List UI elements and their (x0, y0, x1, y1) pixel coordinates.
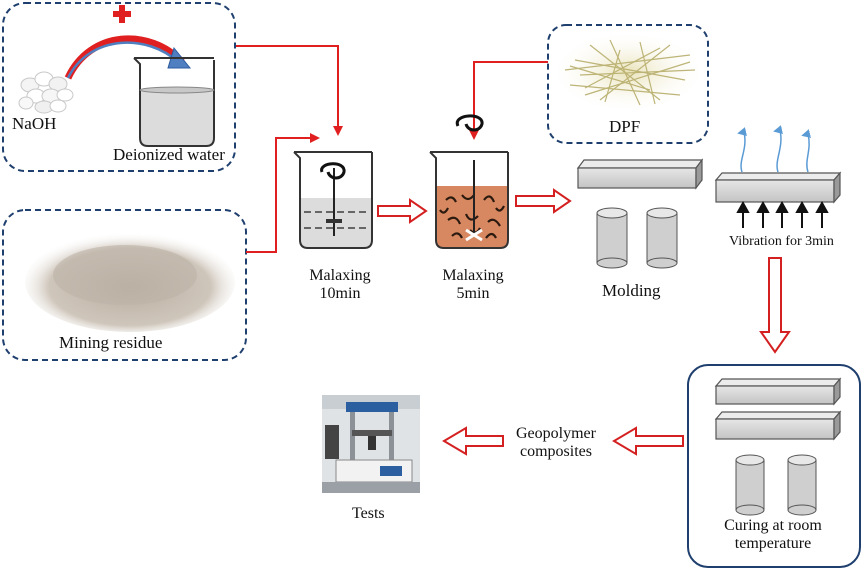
geopolymer-line1: Geopolymer (516, 425, 596, 442)
vibration-label: Vibration for 3min (729, 234, 834, 249)
naoh-pellets-image (18, 71, 74, 114)
molding-label: Molding (602, 281, 661, 300)
dpf-box (547, 24, 709, 144)
mining-residue-box (2, 209, 247, 361)
malaxing-10-label: Malaxing 10min (300, 267, 380, 304)
curing-box (687, 364, 861, 568)
malaxing-10-line1: Malaxing (309, 267, 371, 284)
mining-residue-label: Mining residue (59, 333, 163, 352)
malaxing-5-beaker-icon (429, 114, 509, 249)
molding-cylinders-icon (596, 207, 678, 269)
curing-cylinders-icon (735, 454, 817, 516)
molding-beam-icon (576, 158, 704, 190)
water-beaker-icon (133, 57, 215, 147)
plus-icon (113, 5, 131, 23)
deionized-water-label: Deionized water (113, 145, 225, 164)
malaxing-5-line2: 5min (456, 285, 490, 303)
malaxing-10-beaker-icon (293, 151, 373, 249)
curing-beams-icon (714, 377, 842, 441)
mining-residue-image (25, 232, 235, 332)
curing-line1: Curing at room (724, 517, 822, 534)
process-arrows (377, 188, 791, 456)
malaxing-5-label: Malaxing 5min (433, 267, 513, 304)
connector-lines (236, 45, 548, 253)
curing-line2: temperature (734, 535, 812, 553)
vibration-up-arrows (736, 200, 829, 228)
testing-machine-image (322, 395, 420, 493)
vibration-beam-icon (714, 171, 842, 204)
malaxing-5-line1: Malaxing (442, 267, 504, 284)
naoh-label: NaOH (12, 114, 57, 133)
geopolymer-line2: composites (520, 443, 592, 461)
malaxing-10-line2: 10min (319, 285, 361, 303)
dpf-fibers-image (556, 34, 700, 110)
geopolymer-label: Geopolymer composites (506, 425, 606, 462)
dpf-label: DPF (609, 117, 641, 136)
tests-label: Tests (352, 505, 385, 522)
air-bubble-arrows (737, 125, 812, 173)
curing-label: Curing at room temperature (698, 517, 848, 554)
naoh-water-box (2, 2, 236, 172)
